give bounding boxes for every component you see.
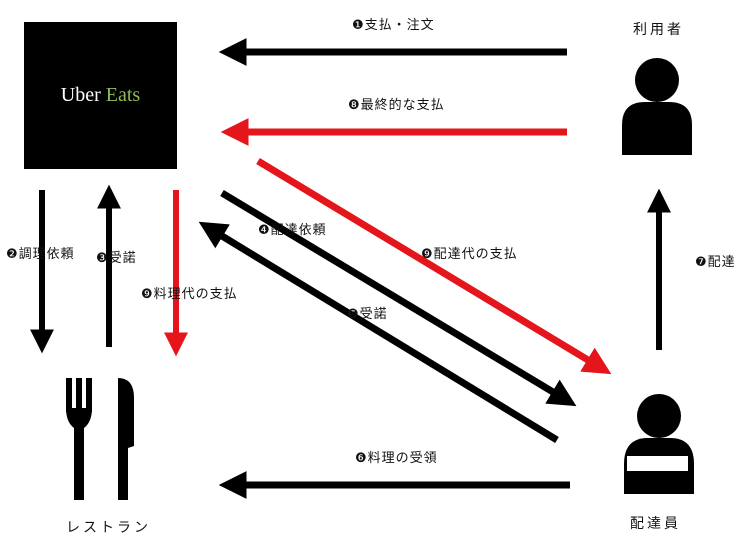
arrow-delivery-request bbox=[220, 190, 577, 407]
step-3-label: ❸受諾 bbox=[96, 251, 137, 266]
step-7-label: ❼配達 bbox=[695, 255, 736, 270]
user-label: 利用者 bbox=[633, 22, 684, 38]
logo-wordmark: Uber Eats bbox=[24, 84, 177, 107]
courier-person-icon bbox=[624, 394, 694, 494]
user-person-icon bbox=[622, 58, 692, 155]
arrow-delivery-fee-payment bbox=[256, 158, 612, 375]
step-6-label: ❻料理の受領 bbox=[355, 451, 438, 466]
step-4-label: ❹配達依頼 bbox=[258, 223, 327, 238]
step-1-label: ❶支払・注文 bbox=[352, 18, 435, 33]
arrow-courier-accept bbox=[198, 221, 559, 443]
logo-word-eats: Eats bbox=[105, 84, 141, 106]
step-8-label: ❽最終的な支払 bbox=[348, 98, 445, 113]
step-9-food-label: ❾料理代の支払 bbox=[141, 287, 238, 302]
step-2-label: ❷調理依頼 bbox=[6, 247, 75, 262]
step-9-delivery-label: ❾配達代の支払 bbox=[421, 247, 518, 262]
logo-word-uber: Uber bbox=[60, 84, 101, 106]
step-5-label: ❺受諾 bbox=[347, 307, 388, 322]
uber-eats-logo: Uber Eats bbox=[24, 22, 177, 169]
courier-label: 配達員 bbox=[630, 516, 681, 532]
fork-knife-icon bbox=[66, 378, 134, 500]
restaurant-label: レストラン bbox=[66, 520, 151, 536]
